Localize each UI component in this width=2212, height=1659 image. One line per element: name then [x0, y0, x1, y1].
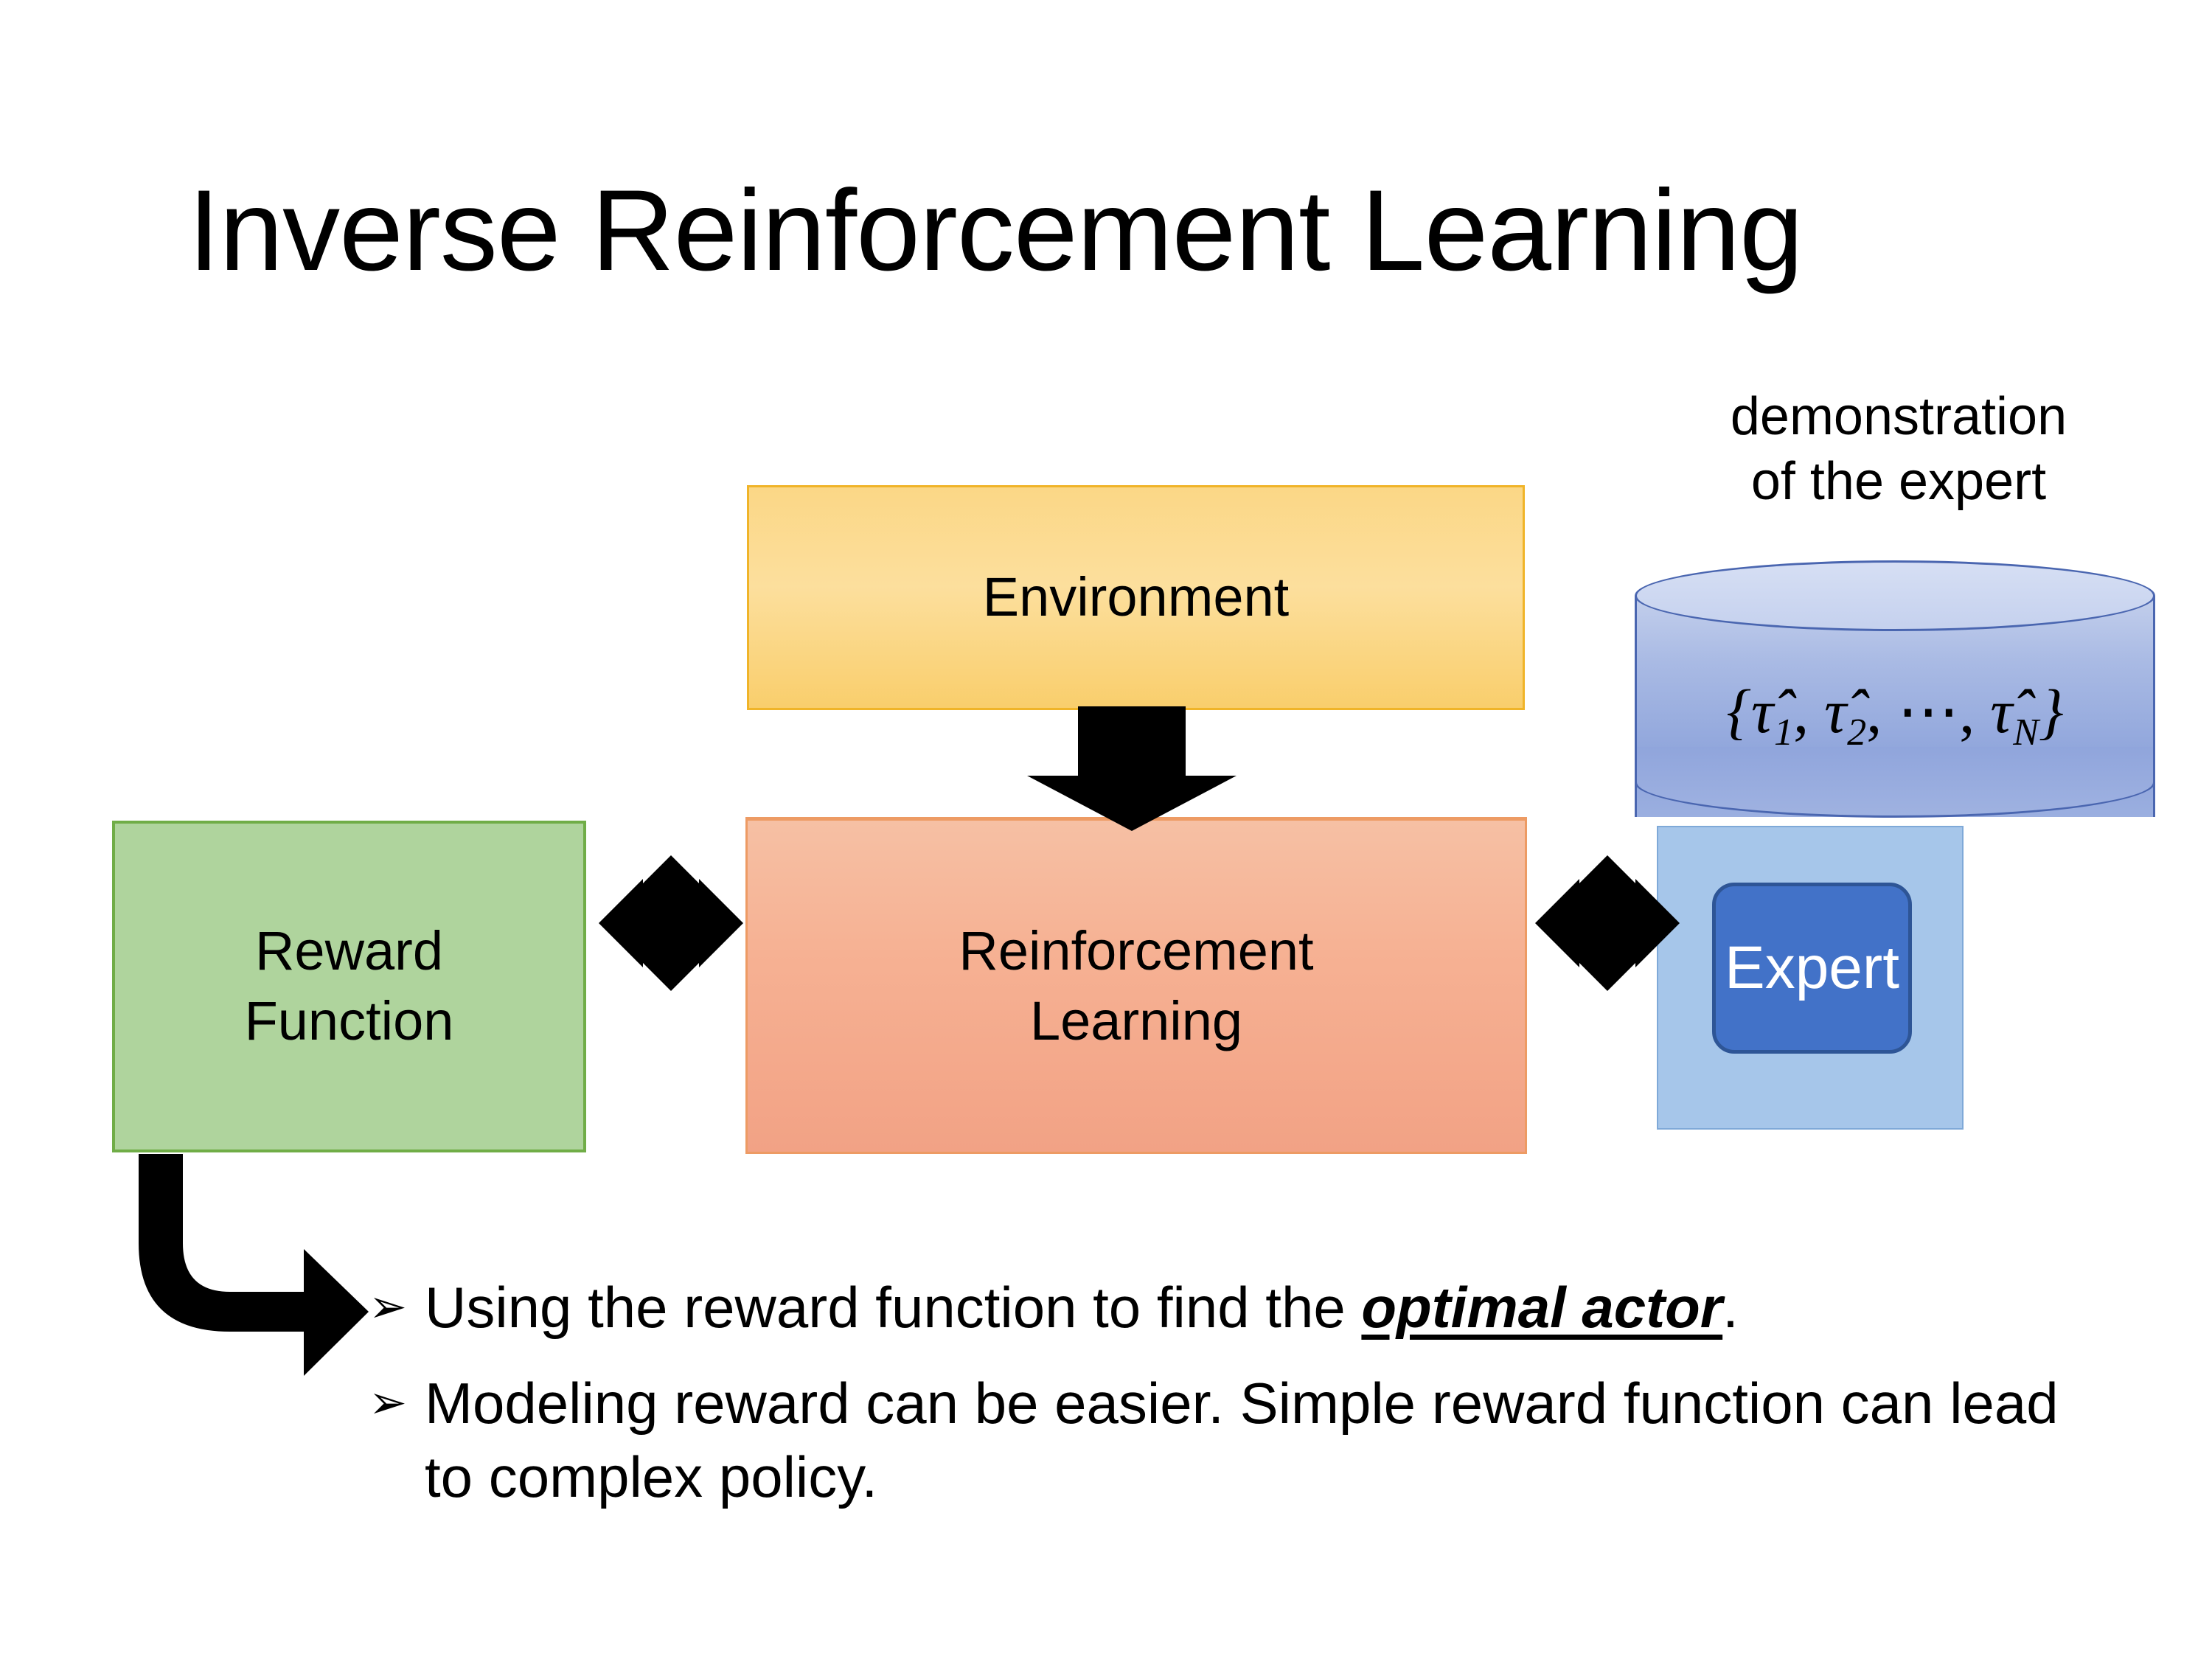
- formula-open-brace: {: [1726, 678, 1751, 746]
- formula-comma-3: ,: [1959, 678, 1991, 746]
- formula-close-brace: }: [2039, 678, 2064, 746]
- cylinder-top-ellipse: [1635, 560, 2155, 631]
- bullet-1-text-after: .: [1722, 1275, 1739, 1340]
- formula-token-4-base: τ̂: [1990, 678, 2013, 746]
- formula-comma-1: ,: [1793, 678, 1825, 746]
- bullet-arrow-icon: ➢: [369, 1279, 407, 1333]
- list-item: ➢ Using the reward function to find the …: [369, 1271, 2087, 1345]
- cylinder-bottom: [1635, 747, 2155, 818]
- bullet-list: ➢ Using the reward function to find the …: [369, 1271, 2087, 1536]
- bullet-1-emphasis: optimal actor: [1361, 1275, 1723, 1340]
- bent-arrow-reward-to-bullet: [139, 1154, 369, 1376]
- reinforcement-learning-box[interactable]: Reinforcement Learning: [745, 817, 1527, 1154]
- rl-label-line2: Learning: [1029, 990, 1242, 1051]
- bullet-1-text-before: Using the reward function to find the: [425, 1275, 1362, 1340]
- formula-token-2-base: τ̂: [1824, 678, 1847, 746]
- down-arrow-env-to-rl: [1027, 706, 1237, 831]
- reward-label-line1: Reward: [254, 920, 443, 982]
- rl-label-line1: Reinforcement: [959, 919, 1314, 981]
- formula-token-1-base: τ̂: [1750, 678, 1774, 746]
- demonstration-caption: demonstration of the expert: [1641, 385, 2157, 515]
- environment-box[interactable]: Environment: [747, 485, 1525, 710]
- expert-box[interactable]: Expert: [1712, 883, 1912, 1054]
- bullet-text-2: Modeling reward can be easier. Simple re…: [425, 1370, 2059, 1509]
- quad-arrow-reward-rl: [599, 855, 743, 991]
- demonstration-caption-line1: demonstration: [1730, 387, 2067, 446]
- formula-token-4-sub: N: [2013, 711, 2039, 754]
- reward-label-line2: Function: [244, 990, 454, 1051]
- formula-comma-2: ,: [1866, 678, 1898, 746]
- bullet-arrow-icon: ➢: [369, 1374, 407, 1429]
- demonstration-cylinder: {τ̂1, τ̂2, ⋯, τ̂N}: [1635, 560, 2155, 851]
- formula-token-1-sub: 1: [1774, 711, 1794, 754]
- formula-ellipsis: ⋯: [1897, 678, 1960, 746]
- formula-token-2-sub: 2: [1847, 711, 1867, 754]
- demonstration-caption-line2: of the expert: [1750, 451, 2047, 511]
- list-item: ➢ Modeling reward can be easier. Simple …: [369, 1367, 2087, 1514]
- page-title: Inverse Reinforcement Learning: [188, 167, 1804, 295]
- reward-function-box[interactable]: Reward Function: [112, 821, 586, 1152]
- trajectory-set-formula: {τ̂1, τ̂2, ⋯, τ̂N}: [1635, 675, 2155, 754]
- bullet-text-1: Using the reward function to find the op…: [425, 1271, 2087, 1345]
